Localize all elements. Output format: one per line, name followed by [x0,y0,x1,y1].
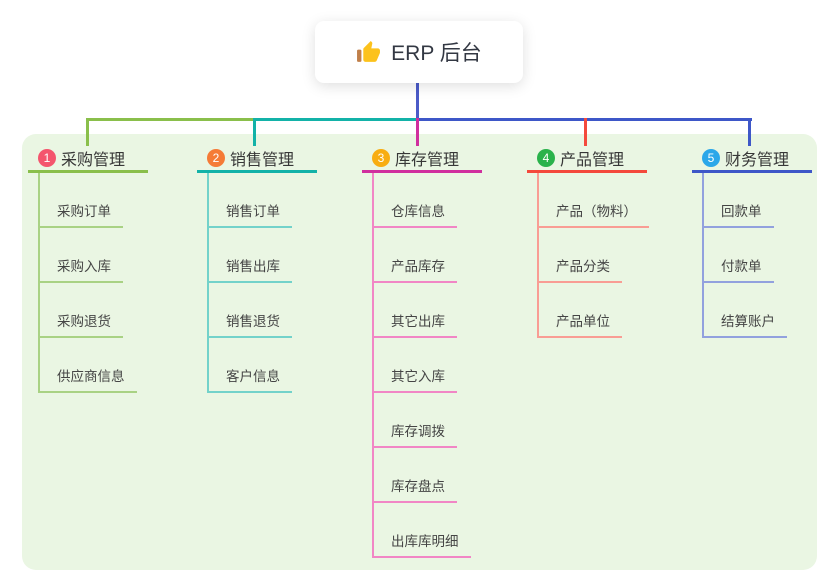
branch-label: 销售管理 [230,152,295,169]
tree-item-label: 销售出库 [209,255,292,283]
tree-item-label: 采购入库 [40,255,123,283]
branch-header[interactable]: 3 库存管理 [362,146,482,173]
connector-bus-sales [255,118,418,121]
branch-4: 4 产品管理 产品（物料） 产品分类 产品单位 [527,146,677,338]
tree-item[interactable]: 仓库信息 [374,173,512,228]
tree-item[interactable]: 库存调拨 [374,393,512,448]
tree-item[interactable]: 采购订单 [40,173,178,228]
tree-item-label: 产品库存 [374,255,457,283]
tree-item[interactable]: 出库库明细 [374,503,512,558]
branch-3: 3 库存管理 仓库信息 产品库存 其它出库 其它入库 库存调拨 库存盘点 出库库… [362,146,512,558]
tree-item-label: 产品分类 [539,255,622,283]
tree-item-label: 供应商信息 [40,365,137,393]
branch-number-badge: 1 [38,149,56,167]
tree-item-label: 其它入库 [374,365,457,393]
branch-header[interactable]: 2 销售管理 [197,146,317,173]
tree-item[interactable]: 采购入库 [40,228,178,283]
tree-item-label: 产品单位 [539,310,622,338]
tree-item[interactable]: 付款单 [704,228,839,283]
tree-item-label: 回款单 [704,200,774,228]
tree-item[interactable]: 库存盘点 [374,448,512,503]
branch-label: 产品管理 [560,152,625,169]
connector-drop-finance [748,118,751,146]
branch-number-badge: 2 [207,149,225,167]
branch-number-badge: 5 [702,149,720,167]
tree-item[interactable]: 客户信息 [209,338,347,393]
tree-item[interactable]: 产品单位 [539,283,677,338]
tree-item-label: 出库库明细 [374,530,471,558]
tree-item[interactable]: 采购退货 [40,283,178,338]
tree-item[interactable]: 产品库存 [374,228,512,283]
tree-item[interactable]: 销售出库 [209,228,347,283]
tree-item[interactable]: 销售订单 [209,173,347,228]
tree-item[interactable]: 供应商信息 [40,338,178,393]
branch-item-list: 采购订单 采购入库 采购退货 供应商信息 [38,173,178,393]
tree-item[interactable]: 其它出库 [374,283,512,338]
branch-5: 5 财务管理 回款单 付款单 结算账户 [692,146,839,338]
branch-item-list: 仓库信息 产品库存 其它出库 其它入库 库存调拨 库存盘点 出库库明细 [372,173,512,558]
branch-1: 1 采购管理 采购订单 采购入库 采购退货 供应商信息 [28,146,178,393]
tree-item-label: 付款单 [704,255,774,283]
branch-label: 库存管理 [395,152,460,169]
tree-item[interactable]: 销售退货 [209,283,347,338]
connector-drop-inventory [416,118,419,146]
tree-item-label: 销售退货 [209,310,292,338]
tree-item[interactable]: 产品分类 [539,228,677,283]
branch-label: 财务管理 [725,152,790,169]
branch-header[interactable]: 5 财务管理 [692,146,812,173]
tree-item[interactable]: 其它入库 [374,338,512,393]
connector-drop-product [584,118,587,146]
tree-item-label: 采购订单 [40,200,123,228]
branch-header[interactable]: 4 产品管理 [527,146,647,173]
tree-item[interactable]: 结算账户 [704,283,839,338]
branch-number-badge: 4 [537,149,555,167]
root-node[interactable]: ERP 后台 [315,21,523,83]
branch-2: 2 销售管理 销售订单 销售出库 销售退货 客户信息 [197,146,347,393]
tree-item-label: 客户信息 [209,365,292,393]
root-label: ERP 后台 [391,42,482,65]
tree-item-label: 产品（物料） [539,200,649,228]
thumbs-up-icon [356,40,381,65]
branch-item-list: 回款单 付款单 结算账户 [702,173,839,338]
tree-item-label: 采购退货 [40,310,123,338]
connector-root-vertical [416,83,419,120]
tree-item-label: 其它出库 [374,310,457,338]
tree-item-label: 销售订单 [209,200,292,228]
branch-item-list: 产品（物料） 产品分类 产品单位 [537,173,677,338]
branch-number-badge: 3 [372,149,390,167]
tree-item-label: 库存调拨 [374,420,457,448]
connector-drop-sales [253,118,256,146]
connector-drop-purchase [86,118,89,146]
tree-item-label: 库存盘点 [374,475,457,503]
tree-item[interactable]: 回款单 [704,173,839,228]
branch-header[interactable]: 1 采购管理 [28,146,148,173]
connector-bus-purchase [86,118,255,121]
branch-item-list: 销售订单 销售出库 销售退货 客户信息 [207,173,347,393]
branch-label: 采购管理 [61,152,126,169]
tree-item-label: 仓库信息 [374,200,457,228]
tree-item[interactable]: 产品（物料） [539,173,677,228]
tree-item-label: 结算账户 [704,310,787,338]
background-panel [22,134,817,570]
